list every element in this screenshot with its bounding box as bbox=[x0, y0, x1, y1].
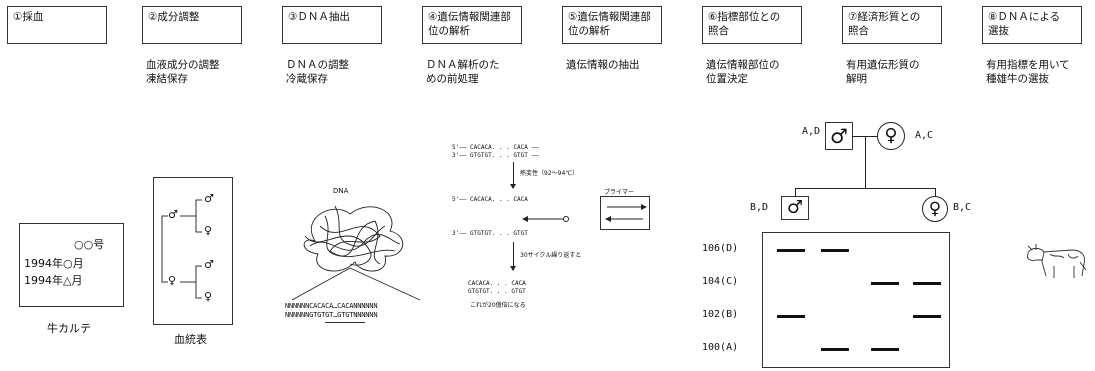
step-6-label: ⑥指標部位との 照合 bbox=[708, 11, 781, 37]
step-6-box: ⑥指標部位との 照合 bbox=[702, 6, 802, 44]
gel-band bbox=[913, 282, 941, 285]
primer-label: プライマー bbox=[604, 189, 635, 196]
pcr-step2-bottom: 3'—— GTGTGT. . . GTGT bbox=[452, 230, 528, 237]
gel-electrophoresis-panel bbox=[762, 232, 950, 368]
gel-band bbox=[821, 348, 849, 351]
pcr-arrow-down-1 bbox=[513, 162, 514, 188]
pedigree-sire: ♂ bbox=[168, 208, 178, 221]
step-8-label: ⑧ＤＮＡによる 選抜 bbox=[988, 11, 1061, 37]
daughter-female-icon: ♀ bbox=[928, 199, 942, 219]
step-7-box: ⑦経済形質との 照合 bbox=[842, 6, 942, 44]
son-drop-line bbox=[795, 188, 796, 196]
step-3-box: ③ＤＮＡ抽出 bbox=[282, 6, 382, 44]
sire-alleles: A,D bbox=[802, 126, 821, 137]
step-5-box: ⑤遺伝情報関連部 位の解析 bbox=[562, 6, 662, 44]
pcr-step3-bottom: GTGTGT. . . GTGT bbox=[468, 288, 526, 295]
primer-box bbox=[600, 196, 650, 230]
gel-row-label-102: 102(B) bbox=[702, 309, 739, 320]
pcr-step3-top: CACACA. . . CACA bbox=[468, 280, 526, 287]
sibling-line bbox=[795, 188, 935, 189]
dam-female-icon: ♀ bbox=[884, 125, 898, 146]
step-7-desc: 有用遺伝形質の 解明 bbox=[846, 59, 920, 85]
dna-primer-underline bbox=[325, 322, 365, 323]
step-2-label: ②成分調整 bbox=[148, 11, 200, 23]
gel-band bbox=[777, 249, 805, 252]
dam-symbol-circle: ♀ bbox=[877, 122, 905, 150]
step-3-desc: ＤＮＡの調整 冷蔵保存 bbox=[286, 59, 349, 85]
descent-line bbox=[865, 136, 866, 188]
dna-label: DNA bbox=[333, 187, 349, 195]
karte-date-1: 1994年○月 bbox=[24, 257, 84, 270]
dna-sequence-top: NNNNNNCACACA…CACANNNNNN bbox=[285, 302, 378, 310]
pcr-arrow-head-1 bbox=[510, 184, 516, 189]
son-male-icon: ♂ bbox=[786, 197, 804, 218]
dam-alleles: A,C bbox=[915, 130, 934, 141]
pedigree-dam: ♀ bbox=[168, 274, 177, 287]
gel-band bbox=[821, 249, 849, 252]
gel-band bbox=[871, 282, 899, 285]
pedigree-lines bbox=[161, 199, 202, 299]
pedigree-caption: 血統表 bbox=[174, 333, 207, 346]
step-5-label: ⑤遺伝情報関連部 位の解析 bbox=[568, 11, 651, 37]
pcr-arrow-down-2 bbox=[513, 242, 514, 270]
gel-row-label-104: 104(C) bbox=[702, 276, 739, 287]
primer-arrows bbox=[605, 204, 647, 222]
pedigree-maternal-granddam: ♀ bbox=[204, 290, 213, 303]
pedigree-paternal-granddam: ♀ bbox=[204, 224, 213, 237]
pcr-result-label: これが20億倍になる bbox=[470, 302, 526, 309]
pcr-primer-arrow-left bbox=[522, 216, 569, 222]
cow-illustration bbox=[1027, 244, 1087, 278]
dna-tangle-illustration bbox=[291, 205, 421, 301]
pcr-denature-label: 熱変性（92～94℃） bbox=[520, 170, 579, 177]
gel-band bbox=[871, 348, 899, 351]
step-4-label: ④遺伝情報関連部 位の解析 bbox=[428, 11, 511, 37]
pcr-arrow-head-2 bbox=[510, 266, 516, 271]
pedigree-paternal-grandsire: ♂ bbox=[204, 192, 214, 205]
pcr-step2-top: 5'—— CACACA. . . CACA bbox=[452, 196, 528, 203]
pedigree-maternal-grandsire: ♂ bbox=[204, 258, 214, 271]
cow-karte-card: ○○号 1994年○月 1994年△月 bbox=[19, 223, 124, 307]
pcr-step1-bottom: 3'—— GTGTGT. . . GTGT —— bbox=[452, 152, 539, 159]
pcr-cycles-label: 30サイクル繰り返すと bbox=[520, 252, 582, 259]
daughter-symbol-circle: ♀ bbox=[922, 196, 948, 222]
step-8-box: ⑧ＤＮＡによる 選抜 bbox=[982, 6, 1082, 44]
gel-band bbox=[913, 315, 941, 318]
pcr-step1-top: 5'—— CACACA. . . CACA —— bbox=[452, 144, 539, 151]
pedigree-card: ♂ ♀ ♂ ♀ ♂ ♀ bbox=[153, 177, 233, 325]
daughter-drop-line bbox=[935, 188, 936, 196]
gel-row-label-106: 106(D) bbox=[702, 243, 739, 254]
step-2-box: ②成分調整 bbox=[142, 6, 242, 44]
step-7-label: ⑦経済形質との 照合 bbox=[848, 11, 921, 37]
step-1-label: ①採血 bbox=[13, 11, 44, 23]
step-2-desc: 血液成分の調整 凍結保存 bbox=[146, 59, 220, 85]
sire-male-icon: ♂ bbox=[830, 124, 848, 148]
gel-row-label-100: 100(A) bbox=[702, 342, 739, 353]
sire-symbol-box: ♂ bbox=[825, 122, 853, 150]
karte-caption: 牛カルテ bbox=[47, 322, 91, 335]
step-4-desc: ＤＮＡ解析のた めの前処理 bbox=[426, 59, 500, 85]
step-5-desc: 遺伝情報の抽出 bbox=[566, 59, 640, 71]
son-alleles: B,D bbox=[750, 202, 769, 213]
dna-sequence-bottom: NNNNNNGTGTGT…GTGTNNNNNN bbox=[285, 311, 378, 319]
step-4-box: ④遺伝情報関連部 位の解析 bbox=[422, 6, 522, 44]
karte-date-2: 1994年△月 bbox=[24, 274, 83, 287]
step-8-desc: 有用指標を用いて 種雄牛の選抜 bbox=[986, 59, 1070, 85]
karte-number: ○○号 bbox=[74, 238, 105, 251]
step-6-desc: 遺伝情報部位の 位置決定 bbox=[706, 59, 780, 85]
daughter-alleles: B,C bbox=[953, 202, 972, 213]
gel-band bbox=[777, 315, 805, 318]
step-1-box: ①採血 bbox=[7, 6, 107, 44]
son-symbol-box: ♂ bbox=[781, 196, 809, 220]
step-3-label: ③ＤＮＡ抽出 bbox=[288, 11, 350, 23]
